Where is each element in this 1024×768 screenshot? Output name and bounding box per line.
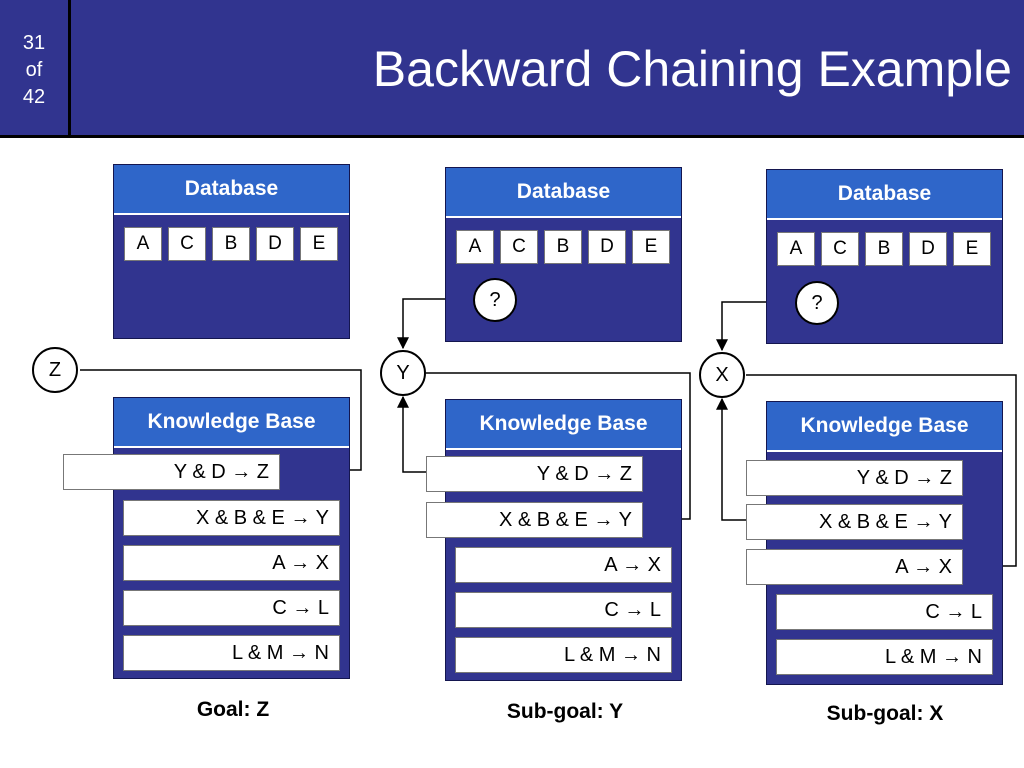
rule-active: Y & D → Z xyxy=(63,454,280,490)
rule-checked: Y & D → Z xyxy=(426,456,643,492)
subgoal-node-y: Y xyxy=(380,350,426,396)
fact-box: D xyxy=(588,230,626,264)
rule: L & M → N xyxy=(776,639,993,675)
fact-box: C xyxy=(821,232,859,266)
goal-label: Sub-goal: X xyxy=(826,702,944,725)
query-marker: ? xyxy=(795,281,839,325)
fact-box: B xyxy=(212,227,250,261)
rule: L & M → N xyxy=(455,637,672,673)
rule: C → L xyxy=(455,592,672,628)
fact-box: B xyxy=(865,232,903,266)
database-heading: Database xyxy=(114,165,349,215)
fact-box: A xyxy=(456,230,494,264)
rule: C → L xyxy=(776,594,993,630)
fact-box: A xyxy=(124,227,162,261)
fact-box: E xyxy=(632,230,670,264)
database-panel-2: Database A C B D E ? xyxy=(445,167,682,342)
fact-box: E xyxy=(300,227,338,261)
database-panel-3: Database A C B D E ? xyxy=(766,169,1003,344)
rule-active: X & B & E → Y xyxy=(426,502,643,538)
database-heading: Database xyxy=(767,170,1002,220)
rule: C → L xyxy=(123,590,340,626)
subgoal-node-x: X xyxy=(699,352,745,398)
rule: L & M → N xyxy=(123,635,340,671)
goal-label: Goal: Z xyxy=(196,698,270,721)
slide-total: 42 xyxy=(22,86,46,108)
fact-box: C xyxy=(500,230,538,264)
goal-node-z: Z xyxy=(32,347,78,393)
knowledge-base-heading: Knowledge Base xyxy=(767,402,1002,452)
knowledge-base-panel-3: Knowledge Base xyxy=(766,401,1003,685)
knowledge-base-heading: Knowledge Base xyxy=(446,400,681,450)
fact-box: C xyxy=(168,227,206,261)
slide-of-label: of xyxy=(25,59,43,81)
slide-title: Backward Chaining Example xyxy=(372,41,1012,97)
rule-active: A → X xyxy=(746,549,963,585)
rule: Y & D → Z xyxy=(746,460,963,496)
fact-box: D xyxy=(256,227,294,261)
rule: A → X xyxy=(123,545,340,581)
knowledge-base-panel-2: Knowledge Base xyxy=(445,399,682,681)
rule: A → X xyxy=(455,547,672,583)
slide-number: 31 of 42 xyxy=(0,0,71,138)
rule: X & B & E → Y xyxy=(123,500,340,536)
fact-box: B xyxy=(544,230,582,264)
wire-y-rule-up xyxy=(397,395,428,473)
database-heading: Database xyxy=(446,168,681,218)
knowledge-base-heading: Knowledge Base xyxy=(114,398,349,448)
fact-box: E xyxy=(953,232,991,266)
knowledge-base-panel-1: Knowledge Base xyxy=(113,397,350,679)
slide-current: 31 xyxy=(22,32,46,54)
rule-checked: X & B & E → Y xyxy=(746,504,963,540)
fact-box: D xyxy=(909,232,947,266)
query-marker: ? xyxy=(473,278,517,322)
wire-x-rule-up xyxy=(716,397,748,521)
slide-header: 31 of 42 Backward Chaining Example xyxy=(0,0,1024,138)
fact-box: A xyxy=(777,232,815,266)
database-panel-1: Database A C B D E xyxy=(113,164,350,339)
goal-label: Sub-goal: Y xyxy=(506,700,624,723)
